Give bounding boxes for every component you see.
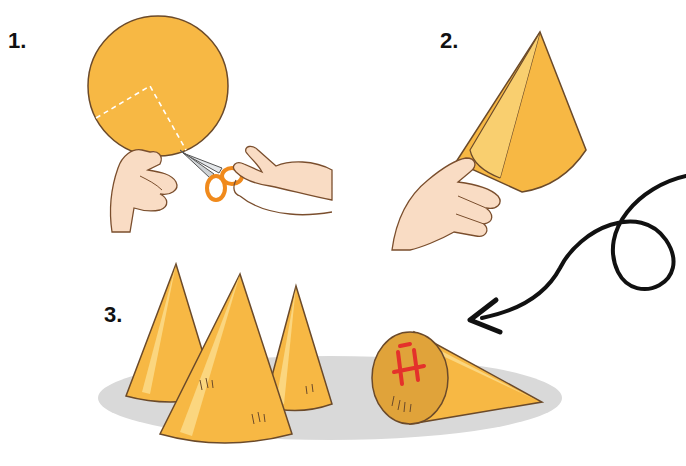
cone-highlight <box>180 274 240 436</box>
step-number: 3. <box>104 304 122 326</box>
holding-hand <box>392 158 500 250</box>
texture-ticks <box>200 378 313 424</box>
cut-line <box>96 86 186 150</box>
folded-cone <box>456 32 586 192</box>
scissor-blade <box>183 153 222 173</box>
finger-line <box>140 176 162 190</box>
cone-highlight <box>142 264 176 394</box>
step-number: 2. <box>440 30 458 52</box>
paper-circle <box>88 16 228 156</box>
step1-group <box>88 16 332 232</box>
texture-ticks <box>392 396 411 412</box>
red-mark <box>394 344 424 384</box>
finger-line <box>456 196 486 224</box>
arrow-head <box>470 300 500 332</box>
curly-arrow <box>482 176 686 318</box>
left-hand <box>110 150 177 232</box>
right-hand <box>234 146 332 200</box>
cone-highlight <box>276 286 296 404</box>
step-number: 1. <box>8 30 26 52</box>
step3-group <box>98 264 562 443</box>
cone-flap <box>470 32 540 178</box>
standing-cone <box>160 274 292 443</box>
hand-outline <box>234 180 240 196</box>
hand-outline <box>240 196 332 215</box>
cone-opening <box>372 332 448 424</box>
step2-group <box>392 32 586 250</box>
